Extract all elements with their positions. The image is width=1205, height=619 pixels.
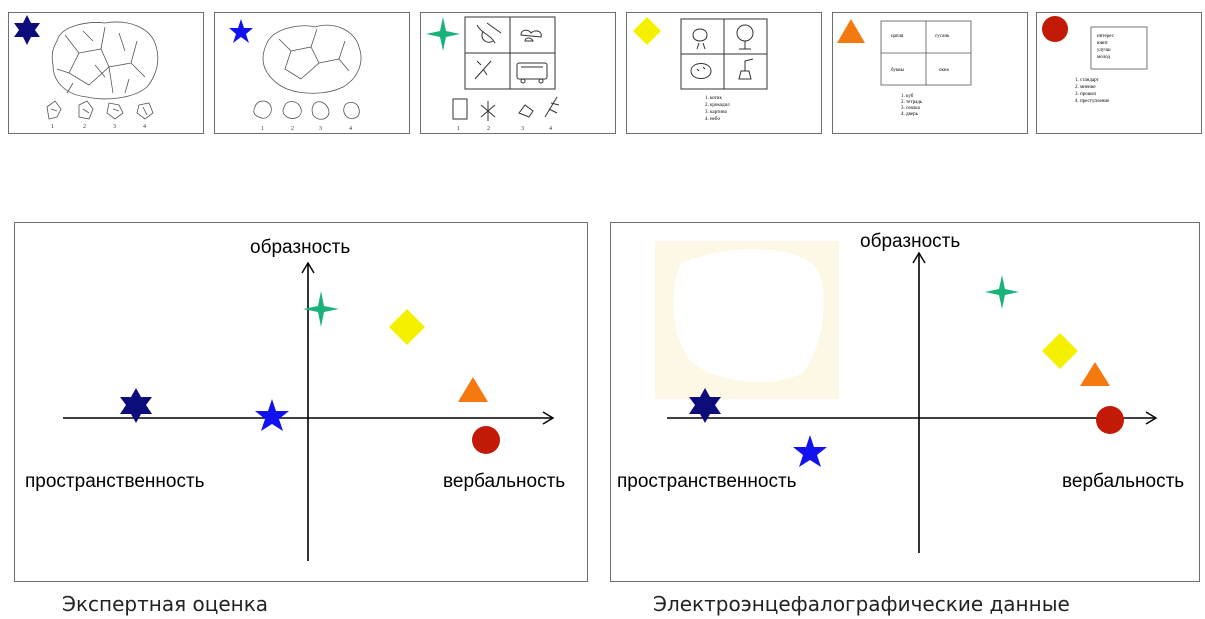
option-number: 2 bbox=[291, 126, 294, 132]
diamond-yellow-icon bbox=[1042, 333, 1078, 369]
circle-red-icon bbox=[472, 426, 500, 454]
star6-navy-icon bbox=[689, 388, 721, 423]
word-list-item: 1. котик bbox=[705, 96, 722, 101]
option-number: 3 bbox=[319, 126, 322, 132]
grid-word: буквы bbox=[891, 68, 905, 73]
diamond-yellow-icon bbox=[389, 309, 425, 345]
box-word: интерес bbox=[1097, 34, 1115, 39]
star5-blue-icon bbox=[229, 19, 253, 43]
x-axis-arrow bbox=[1145, 411, 1158, 425]
word-list-item: 2. крокодил bbox=[705, 103, 730, 108]
puzzle-figure bbox=[51, 21, 159, 100]
word-list-item: 2. тетрадь bbox=[901, 100, 923, 105]
x-axis-arrow bbox=[542, 411, 555, 425]
word-list-item: 3. сеялка bbox=[901, 106, 921, 111]
triangle-orange-icon bbox=[1080, 362, 1110, 386]
word-list-item: 3. прошел bbox=[1075, 92, 1097, 97]
star5-blue-icon bbox=[255, 399, 289, 431]
circle-red-icon bbox=[1096, 406, 1124, 434]
box-word: молод bbox=[1097, 55, 1110, 60]
option-number: 2 bbox=[487, 126, 490, 132]
thumbnail-spatial-task-2: 1 2 3 4 bbox=[214, 12, 410, 134]
picture-grid bbox=[464, 16, 556, 90]
option-number: 2 bbox=[83, 124, 86, 130]
axis-label-spatiality: пространственность bbox=[25, 471, 205, 492]
thumbnail-spatial-task-2-drawing: 1 2 3 4 bbox=[229, 19, 362, 132]
thumbnail-spatial-task-1-drawing: 1 2 3 4 bbox=[14, 15, 159, 130]
axis-label-verbality: вербальность bbox=[1062, 471, 1184, 492]
option-number: 3 bbox=[521, 126, 524, 132]
word-list-item: 3. картина bbox=[705, 110, 728, 115]
thumbnail-verbal-task: интерес ювит улучш молод 1. стандарт 2. … bbox=[1036, 12, 1202, 134]
thumbnail-image-task: 1 2 3 4 bbox=[420, 12, 616, 134]
word-list-item: 4. преступление bbox=[1075, 99, 1110, 104]
answer-pieces bbox=[46, 100, 154, 120]
expert-assessment-panel: образность пространственность вербальнос… bbox=[14, 222, 588, 582]
word-list-item: 4. дверь bbox=[901, 112, 919, 117]
circle-red-icon bbox=[1042, 16, 1068, 42]
word-list-item: 2. мнение bbox=[1075, 85, 1096, 90]
star4-green-icon bbox=[985, 275, 1019, 309]
option-number: 1 bbox=[261, 126, 264, 132]
thumbnail-picture-word-task-drawing: 1. котик 2. крокодил 3. картина 4. небо bbox=[633, 17, 768, 122]
axis-label-imagery: образность bbox=[250, 237, 350, 258]
eeg-data-panel: образность пространственность вербальнос… bbox=[610, 222, 1200, 582]
diamond-yellow-icon bbox=[633, 17, 661, 45]
thumbnail-image-task-drawing: 1 2 3 4 bbox=[426, 16, 560, 132]
picture-grid bbox=[680, 18, 768, 90]
thumbnail-spatial-task-1: 1 2 3 4 bbox=[8, 12, 204, 134]
expert-assessment-diagram: образность пространственность вербальнос… bbox=[25, 237, 565, 561]
axis-label-imagery: образность bbox=[860, 231, 960, 252]
option-number: 1 bbox=[51, 124, 54, 130]
answer-pictures bbox=[452, 96, 560, 121]
thumbnail-word-grid-task-drawing: цапля суслик буквы окно 1. куб 2. тетрад… bbox=[837, 19, 972, 117]
thumbnail-picture-word-task: 1. котик 2. крокодил 3. картина 4. небо bbox=[626, 12, 822, 134]
star6-navy-icon bbox=[120, 388, 152, 423]
axis-label-verbality: вербальность bbox=[443, 471, 565, 492]
eeg-data-diagram: образность пространственность вербальнос… bbox=[617, 231, 1184, 553]
option-number: 4 bbox=[549, 126, 552, 132]
star5-blue-icon bbox=[793, 435, 827, 467]
word-list-item: 1. куб bbox=[901, 94, 914, 99]
caption-expert-assessment: Экспертная оценка bbox=[62, 592, 269, 616]
grid-word: суслик bbox=[935, 34, 950, 39]
triangle-orange-icon bbox=[458, 377, 488, 402]
box-word: улучш bbox=[1097, 48, 1111, 53]
box-word: ювит bbox=[1097, 41, 1109, 46]
word-list-item: 4. небо bbox=[705, 117, 720, 122]
y-axis-arrow bbox=[912, 251, 926, 264]
star4-green-icon bbox=[426, 17, 460, 51]
triangle-orange-icon bbox=[837, 19, 865, 43]
y-axis-arrow bbox=[301, 261, 315, 274]
caption-eeg-data: Электроэнцефалографические данные bbox=[653, 592, 1070, 616]
word-box bbox=[1090, 26, 1148, 70]
faint-background-shape bbox=[673, 249, 824, 382]
option-number: 4 bbox=[349, 126, 352, 132]
word-list-item: 1. стандарт bbox=[1075, 78, 1100, 83]
option-number: 1 bbox=[457, 126, 460, 132]
thumbnail-word-grid-task: цапля суслик буквы окно 1. куб 2. тетрад… bbox=[832, 12, 1028, 134]
thumbnail-verbal-task-drawing: интерес ювит улучш молод 1. стандарт 2. … bbox=[1042, 16, 1148, 104]
answer-shapes bbox=[253, 100, 360, 120]
star6-navy-icon bbox=[14, 15, 40, 45]
word-grid bbox=[880, 20, 972, 86]
option-number: 4 bbox=[143, 124, 146, 130]
axis-label-spatiality: пространственность bbox=[617, 471, 797, 492]
option-number: 3 bbox=[113, 124, 116, 130]
grid-word: окно bbox=[939, 68, 950, 73]
star4-green-icon bbox=[303, 291, 339, 327]
outline-map-figure bbox=[262, 24, 362, 94]
grid-word: цапля bbox=[891, 34, 904, 39]
